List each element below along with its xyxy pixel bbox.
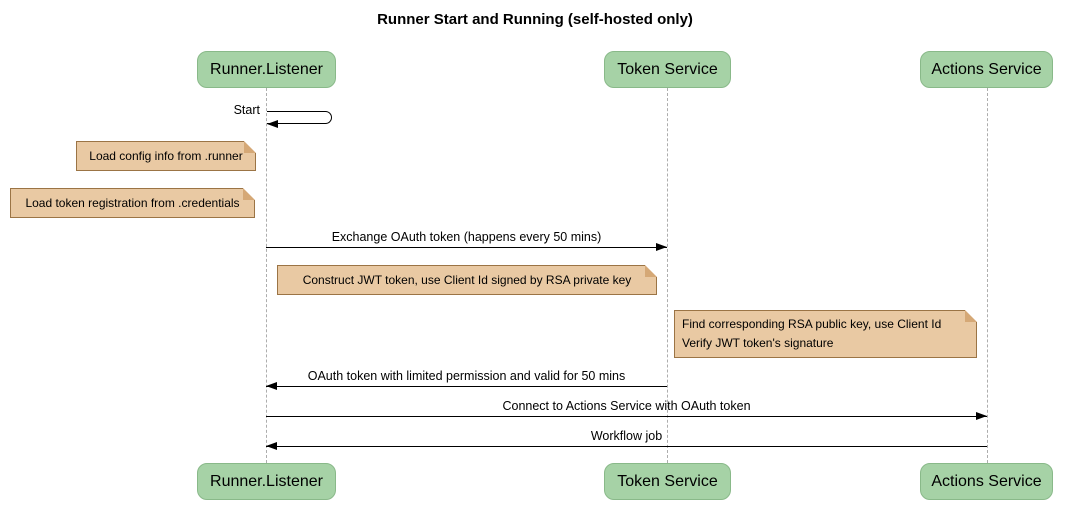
message-label-workflow-job: Workflow job bbox=[590, 429, 663, 443]
participant-runner-listener-top: Runner.Listener bbox=[197, 51, 336, 88]
note-text: Construct JWT token, use Client Id signe… bbox=[302, 272, 632, 287]
self-message-loop-arrow bbox=[267, 111, 332, 124]
participant-actions-service-top: Actions Service bbox=[920, 51, 1053, 88]
note-text-line-2: Verify JWT token's signature bbox=[682, 336, 834, 350]
lifeline-runner-listener bbox=[266, 88, 267, 463]
note-text: Load config info from .runner bbox=[89, 148, 243, 163]
note-construct-jwt: Construct JWT token, use Client Id signe… bbox=[277, 265, 657, 295]
message-label-connect-actions: Connect to Actions Service with OAuth to… bbox=[502, 399, 751, 413]
note-text-line-1: Find corresponding RSA public key, use C… bbox=[682, 317, 942, 332]
message-label-oauth-token-return: OAuth token with limited permission and … bbox=[307, 369, 626, 383]
note-verify-jwt: Find corresponding RSA public key, use C… bbox=[674, 310, 977, 358]
lifeline-actions-service bbox=[987, 88, 988, 463]
diagram-title: Runner Start and Running (self-hosted on… bbox=[377, 11, 693, 28]
note-load-token-registration: Load token registration from .credential… bbox=[10, 188, 255, 218]
message-line bbox=[266, 416, 987, 417]
message-line bbox=[266, 247, 667, 248]
message-arrowhead-icon bbox=[976, 412, 987, 420]
message-line bbox=[266, 446, 987, 447]
note-text: Load token registration from .credential… bbox=[25, 195, 240, 210]
participant-token-service-bottom: Token Service bbox=[604, 463, 731, 500]
participant-runner-listener-bottom: Runner.Listener bbox=[197, 463, 336, 500]
lifeline-token-service bbox=[667, 88, 668, 463]
self-message-label: Start bbox=[233, 103, 260, 117]
note-load-config: Load config info from .runner bbox=[76, 141, 256, 171]
message-arrowhead-icon bbox=[266, 442, 277, 450]
self-message-arrowhead-icon bbox=[267, 120, 278, 128]
message-line bbox=[266, 386, 667, 387]
message-arrowhead-icon bbox=[656, 243, 667, 251]
participant-token-service-top: Token Service bbox=[604, 51, 731, 88]
message-arrowhead-icon bbox=[266, 382, 277, 390]
message-label-exchange-oauth: Exchange OAuth token (happens every 50 m… bbox=[331, 230, 602, 244]
participant-actions-service-bottom: Actions Service bbox=[920, 463, 1053, 500]
